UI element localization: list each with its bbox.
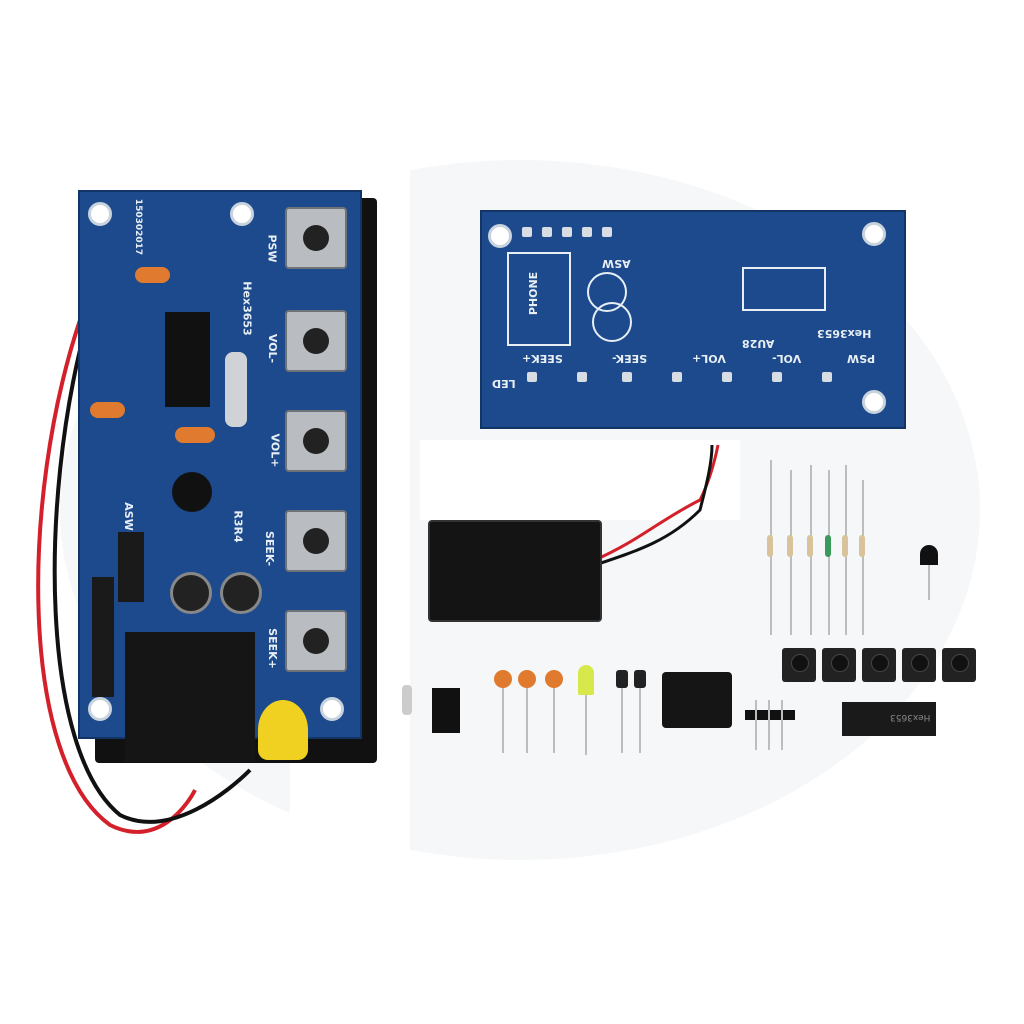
label-vol-plus: VOL+ <box>692 352 726 365</box>
tactile-switch <box>942 648 976 682</box>
ic-chip-loose: Hex3653 <box>842 702 936 736</box>
assembled-pcb: PSW VOL- VOL+ SEEK- SEEK+ Hex3653 ASW R3… <box>78 190 362 762</box>
electrolytic-cap <box>220 572 262 614</box>
tactile-switch <box>822 648 856 682</box>
led-yellow <box>258 700 308 760</box>
label-serial: 150302017 <box>133 198 144 256</box>
ic-chip <box>165 312 210 407</box>
label-vol-minus: VOL- <box>772 352 802 365</box>
jumper <box>118 532 144 602</box>
label-seek-plus: SEEK+ <box>522 352 563 365</box>
label-seek-minus: SEEK- <box>263 530 277 567</box>
psw-button <box>285 207 347 269</box>
seek-minus-button <box>285 510 347 572</box>
label-asw: ASW <box>602 257 631 270</box>
transistor <box>172 472 212 512</box>
pin-header-loose <box>745 710 795 720</box>
tactile-switch <box>862 648 896 682</box>
label-au28: AU28 <box>742 337 775 350</box>
label-psw: PSW <box>847 352 876 365</box>
battery-holder <box>428 520 602 622</box>
tactile-switch <box>782 648 816 682</box>
chip-label: Hex3653 <box>889 712 930 722</box>
resistor <box>807 535 813 557</box>
label-vol-minus: VOL- <box>266 333 280 364</box>
ceramic-cap <box>545 670 563 688</box>
electrolytic-cap <box>170 572 212 614</box>
led-loose <box>578 665 594 695</box>
jumper-loose <box>432 688 460 733</box>
vol-minus-button <box>285 310 347 372</box>
label-psw: PSW <box>265 234 279 263</box>
pin-header <box>92 577 114 697</box>
bare-pcb: PHONE LED SEEK+ SEEK- VOL+ VOL- PSW Hex3… <box>480 210 906 429</box>
ceramic-cap <box>494 670 512 688</box>
audio-jack <box>662 672 732 728</box>
resistor <box>787 535 793 557</box>
label-chip: Hex3653 <box>240 281 254 336</box>
label-led: LED <box>492 377 516 390</box>
ceramic-cap <box>518 670 536 688</box>
label-seek-minus: SEEK- <box>612 352 648 365</box>
label-vol-plus: VOL+ <box>268 433 282 468</box>
resistor <box>859 535 865 557</box>
vol-plus-button <box>285 410 347 472</box>
transistor-loose <box>920 545 938 565</box>
resistor <box>842 535 848 557</box>
crystal <box>225 352 247 427</box>
seek-plus-button <box>285 610 347 672</box>
electrolytic-loose <box>616 670 628 688</box>
label-r3r4: R3R4 <box>231 510 245 543</box>
crystal-loose <box>402 685 412 715</box>
headphone-jack <box>125 632 255 762</box>
tactile-switch <box>902 648 936 682</box>
inductor <box>825 535 831 557</box>
electrolytic-loose <box>634 670 646 688</box>
label-seek-plus: SEEK+ <box>265 628 279 669</box>
label-phone: PHONE <box>527 271 541 316</box>
label-chip: Hex3653 <box>817 327 872 340</box>
label-asw: ASW <box>121 502 135 531</box>
resistor <box>767 535 773 557</box>
